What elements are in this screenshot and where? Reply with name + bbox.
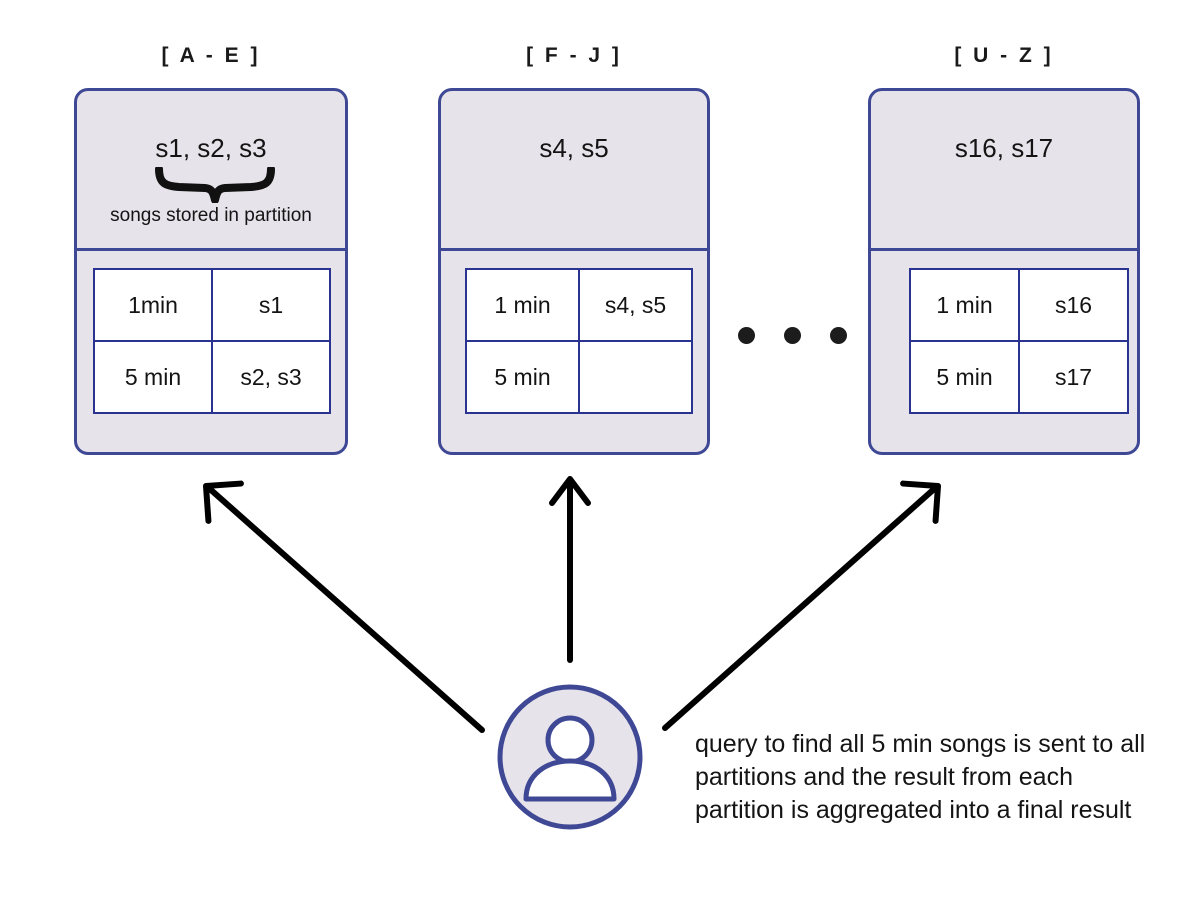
arrow-client-to-partition-u-z bbox=[662, 480, 941, 731]
songs-cell: s17 bbox=[1018, 340, 1129, 414]
user-avatar-icon[interactable] bbox=[495, 682, 645, 832]
partition-brace-caption-a-e: songs stored in partition bbox=[110, 205, 312, 226]
partition-card-u-z[interactable]: s16, s17 1 min s16 5 min s17 bbox=[868, 88, 1140, 455]
duration-cell: 5 min bbox=[93, 340, 213, 414]
table-row[interactable]: 5 min s2, s3 bbox=[93, 340, 331, 414]
partition-songs-list-f-j: s4, s5 bbox=[539, 133, 609, 163]
duration-cell: 5 min bbox=[909, 340, 1020, 414]
duration-cell: 1 min bbox=[909, 268, 1020, 342]
partition-title-a-e: [ A - E ] bbox=[161, 44, 261, 67]
partition-title-f-j: [ F - J ] bbox=[526, 44, 622, 67]
duration-cell: 5 min bbox=[465, 340, 580, 414]
query-caption: query to find all 5 min songs is sent to… bbox=[695, 730, 1146, 824]
partition-index-table-a-e[interactable]: 1min s1 5 min s2, s3 bbox=[93, 268, 331, 414]
table-row[interactable]: 1 min s16 bbox=[909, 268, 1129, 342]
table-row[interactable]: 5 min s17 bbox=[909, 340, 1129, 414]
table-row[interactable]: 1min s1 bbox=[93, 268, 331, 342]
songs-cell: s1 bbox=[211, 268, 331, 342]
songs-cell: s16 bbox=[1018, 268, 1129, 342]
duration-cell: 1min bbox=[93, 268, 213, 342]
partition-songs-header-a-e bbox=[77, 91, 345, 251]
partition-title-u-z: [ U - Z ] bbox=[954, 44, 1054, 67]
partition-index-table-f-j[interactable]: 1 min s4, s5 5 min bbox=[465, 268, 693, 414]
partition-songs-header-u-z bbox=[871, 91, 1137, 251]
ellipsis-dot bbox=[784, 327, 801, 344]
arrow-client-to-partition-a-e bbox=[203, 480, 485, 733]
arrow-client-to-partition-f-j bbox=[549, 476, 591, 663]
songs-cell: s4, s5 bbox=[578, 268, 693, 342]
partition-card-a-e[interactable]: s1, s2, s3 songs stored in partition 1mi… bbox=[74, 88, 348, 455]
songs-cell: s2, s3 bbox=[211, 340, 331, 414]
table-row[interactable]: 1 min s4, s5 bbox=[465, 268, 693, 342]
table-row[interactable]: 5 min bbox=[465, 340, 693, 414]
duration-cell: 1 min bbox=[465, 268, 580, 342]
ellipsis-dots bbox=[738, 327, 847, 344]
partition-songs-list-u-z: s16, s17 bbox=[954, 133, 1054, 163]
ellipsis-dot bbox=[830, 327, 847, 344]
partition-index-table-u-z[interactable]: 1 min s16 5 min s17 bbox=[909, 268, 1129, 414]
partition-songs-list-a-e: s1, s2, s3 bbox=[155, 133, 267, 163]
songs-cell bbox=[578, 340, 693, 414]
ellipsis-dot bbox=[738, 327, 755, 344]
curly-brace-icon bbox=[155, 165, 275, 204]
partition-songs-header-f-j bbox=[441, 91, 707, 251]
partition-card-f-j[interactable]: s4, s5 1 min s4, s5 5 min bbox=[438, 88, 710, 455]
